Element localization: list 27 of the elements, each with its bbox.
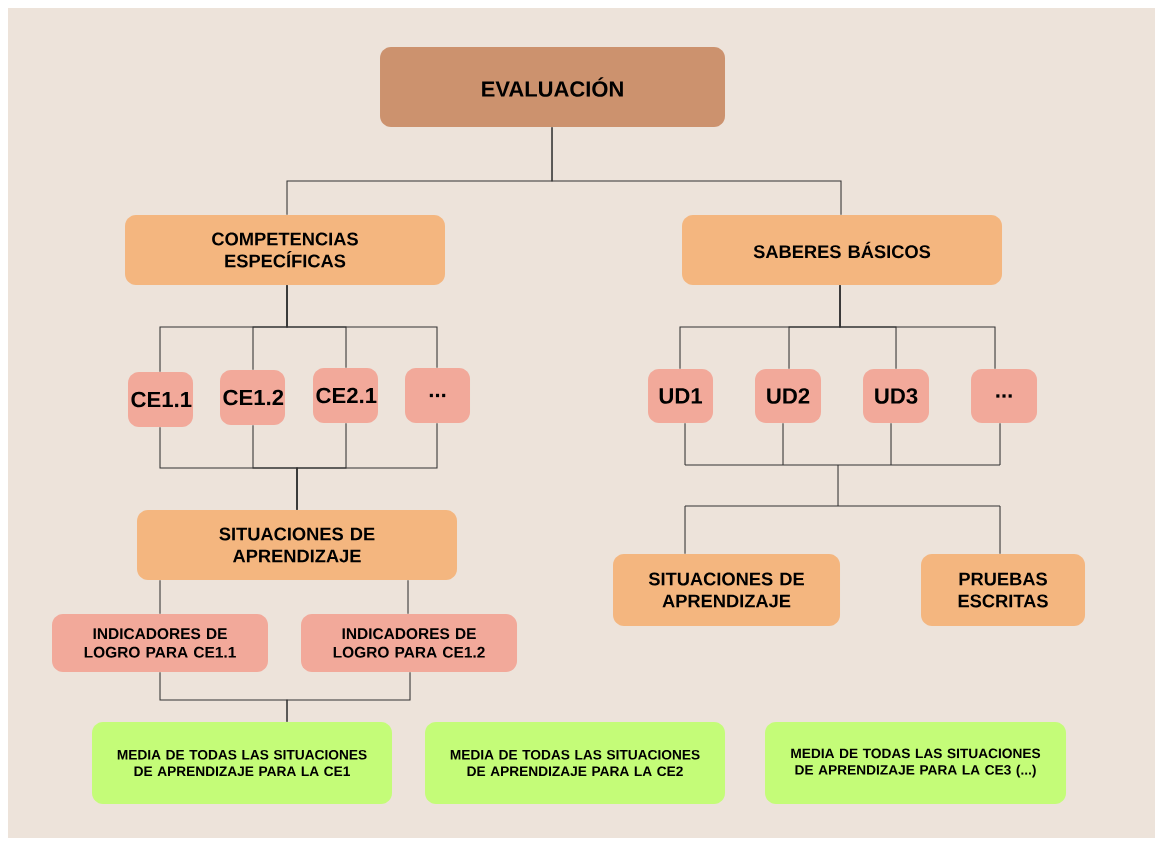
item-box: INDICADORES DE LOGRO PARA CE1.1	[52, 614, 268, 672]
item-box: CE1.2	[220, 370, 285, 425]
connector-line	[286, 284, 438, 369]
category-box: SITUACIONES DE APRENDIZAJE	[613, 554, 840, 626]
connector-line	[159, 579, 161, 615]
item-box: UD1	[648, 369, 713, 423]
item-box: CE1.1	[128, 372, 193, 427]
category-box: SITUACIONES DE APRENDIZAJE	[137, 510, 457, 580]
result-box: MEDIA DE TODAS LAS SITUACIONES DE APRENDIZAJE PARA LA CE2	[425, 722, 725, 804]
connector-line	[296, 422, 438, 511]
connector-line	[684, 422, 1001, 555]
category-box: COMPETENCIAS ESPECÍFICAS	[125, 215, 445, 285]
category-box: PRUEBAS ESCRITAS	[921, 554, 1085, 626]
item-box: ...	[405, 368, 470, 423]
item-box: CE2.1	[313, 368, 378, 423]
connector-line	[286, 671, 411, 723]
title-box: EVALUACIÓN	[380, 47, 725, 127]
item-box: ...	[971, 369, 1037, 423]
connector-line	[407, 579, 409, 615]
result-box: MEDIA DE TODAS LAS SITUACIONES DE APRENDIZAJE PARA LA CE1	[92, 722, 392, 804]
result-box: MEDIA DE TODAS LAS SITUACIONES DE APRENDIZAJE PARA LA CE3 (...)	[765, 722, 1066, 804]
connector-line	[839, 284, 996, 370]
item-box: UD2	[755, 369, 821, 423]
item-box: UD3	[863, 369, 929, 423]
connector-line	[551, 126, 842, 216]
item-box: INDICADORES DE LOGRO PARA CE1.2	[301, 614, 517, 672]
category-box: SABERES BÁSICOS	[682, 215, 1002, 285]
